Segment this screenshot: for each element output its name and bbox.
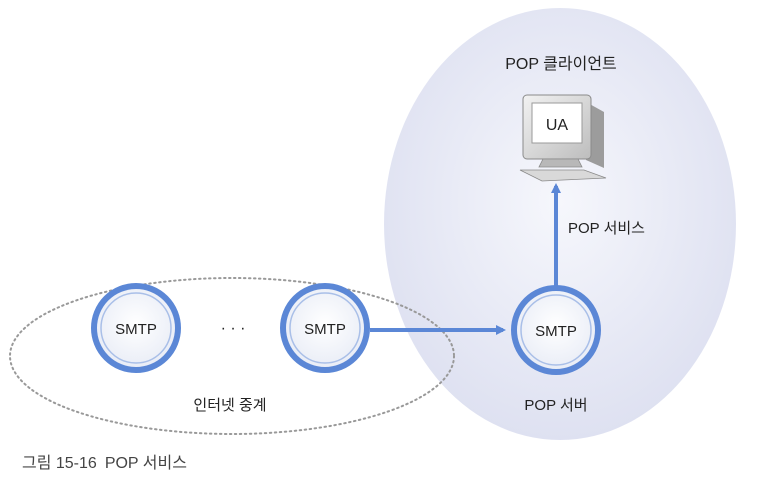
smtp-node-server [511,285,601,375]
smtp-node-relay-right [280,283,370,373]
figure-caption: 그림 15-16 POP 서비스 [22,449,187,473]
computer-icon [519,94,607,182]
smtp-node-server-label: SMTP [535,323,577,340]
smtp-node-relay-left [91,283,181,373]
relay-ellipsis: · · · [221,320,246,337]
smtp-node-relay-right-label: SMTP [304,321,346,338]
figure-title: POP 서비스 [104,455,187,472]
pop-service-label: POP 서비스 [568,220,645,237]
internet-relay-label: 인터넷 중계 [193,397,266,414]
figure-number: 그림 15-16 [22,455,97,472]
ua-label: UA [546,117,569,134]
internet-relay-region [9,277,455,435]
ua-screen [531,102,583,144]
pop-client-title: POP 클라이언트 [505,55,617,73]
pop-server-label: POP 서버 [524,397,587,414]
smtp-node-relay-left-label: SMTP [115,321,157,338]
